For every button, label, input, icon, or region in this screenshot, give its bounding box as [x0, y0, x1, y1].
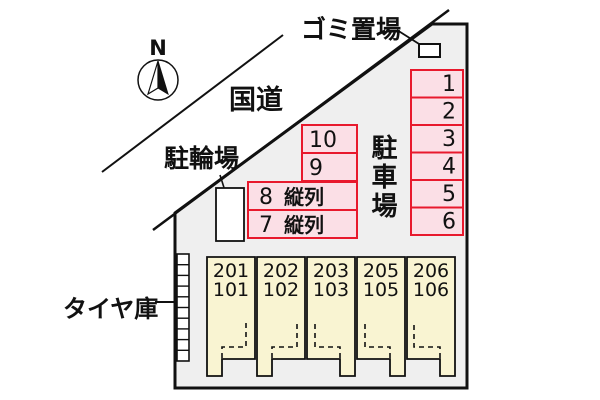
parking-space	[410, 151, 464, 181]
parking-space-number: 3	[442, 127, 456, 152]
road-label: 国道	[229, 85, 283, 116]
parking-space-tandem	[247, 181, 358, 211]
entry-porch-outline	[413, 322, 441, 358]
parking-space-number: 5	[442, 182, 456, 207]
bicycle-parking-label: 駐輪場	[164, 144, 240, 173]
unit-number-lower: 103	[313, 279, 349, 301]
parking-space-number: 10	[309, 128, 337, 153]
tandem-label: 縦列	[284, 185, 324, 209]
parking-space	[410, 206, 464, 236]
unit-number-lower: 105	[363, 279, 399, 301]
unit-number-upper: 202	[263, 260, 299, 282]
bicycle-parking-box	[215, 187, 245, 242]
parking-space-number: 7	[259, 213, 273, 238]
tire-storage-shelves	[177, 264, 189, 351]
parking-space	[301, 124, 358, 154]
unit-entry-dashed-lines	[221, 322, 441, 358]
parking-space-number: 6	[442, 210, 456, 235]
unit-number-upper: 205	[363, 260, 399, 282]
unit-number-lower: 102	[263, 279, 299, 301]
road-edge-upper	[101, 34, 284, 173]
entry-porch-outline	[314, 322, 341, 358]
unit-number-lower: 106	[413, 279, 449, 301]
unit-number-lower: 101	[213, 279, 249, 301]
tandem-label: 縦列	[284, 213, 324, 237]
parking-space-number: 4	[442, 155, 456, 180]
parking-space	[410, 96, 464, 126]
unit-number-upper: 203	[313, 260, 349, 282]
parking-tandem-column: 8 縦列 7 縦列	[247, 181, 358, 239]
garbage-box	[418, 43, 441, 58]
tire-storage	[155, 253, 190, 362]
parking-right-column: 1 2 3 4 5 6	[410, 69, 464, 236]
parking-lot-label: 駐車場	[367, 134, 397, 221]
tire-storage-label: タイヤ庫	[63, 295, 159, 323]
parking-space-number: 8	[259, 185, 273, 210]
parking-space	[301, 152, 358, 182]
entry-porch-outline	[221, 322, 247, 358]
garbage-area-label: ゴミ置場	[301, 15, 402, 44]
compass-needle-light	[146, 60, 159, 96]
parking-space	[410, 124, 464, 154]
parking-left-column: 10 9	[301, 124, 358, 182]
unit-numbers: 201 101 202 102 203 103 205 105 206 106	[213, 260, 449, 301]
parking-space-number: 9	[309, 156, 323, 181]
parking-space-number: 1	[442, 72, 456, 97]
road-edge-lower	[152, 8, 450, 232]
parking-space	[410, 179, 464, 209]
parking-space-number: 2	[442, 100, 456, 125]
north-compass	[137, 59, 179, 101]
unit-number-upper: 201	[213, 260, 249, 282]
entry-porch-outline	[364, 322, 391, 358]
north-label: N	[149, 36, 167, 60]
parking-space-tandem	[247, 209, 358, 239]
entry-porch-outline	[271, 322, 298, 358]
unit-number-upper: 206	[413, 260, 449, 282]
parking-space	[410, 69, 464, 99]
